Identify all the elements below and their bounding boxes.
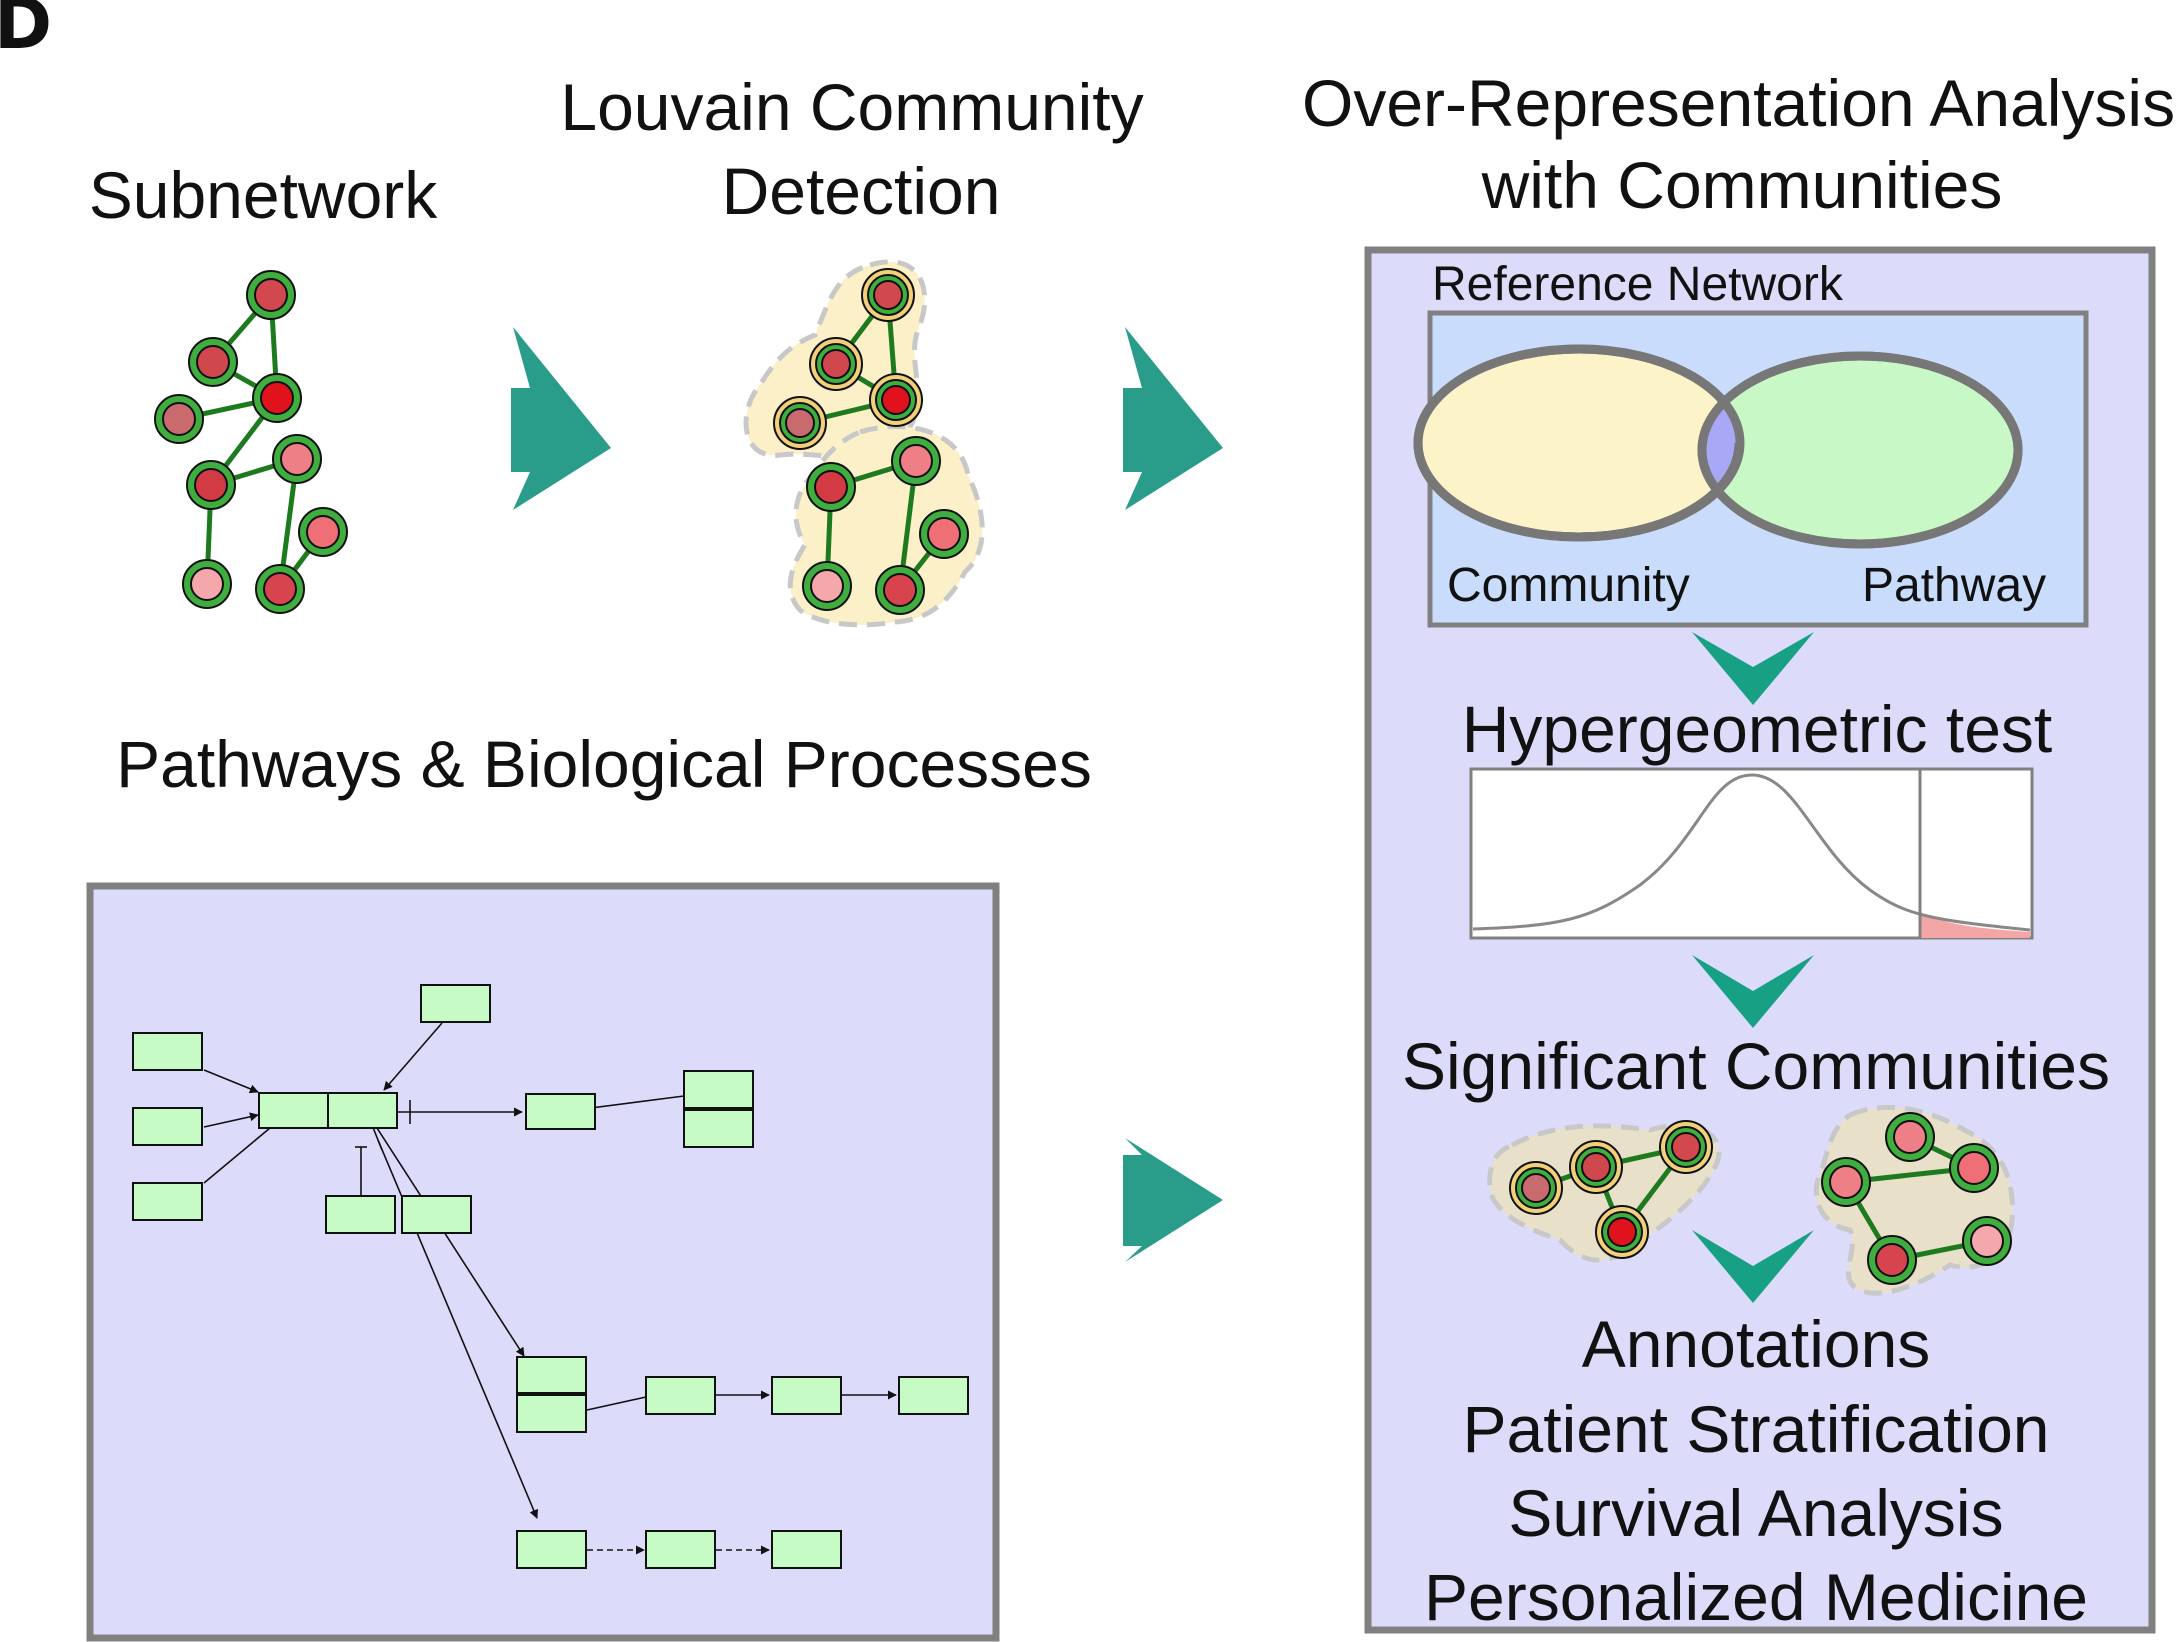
- significant-community: [1813, 1104, 2015, 1296]
- right-arrow-icon: [1123, 327, 1223, 510]
- down-arrow-icon: [1692, 955, 1814, 1028]
- venn-community-label: Community: [1447, 559, 1690, 612]
- subnetwork-node: [188, 337, 238, 387]
- down-arrow-icon: [1692, 632, 1814, 705]
- outcome-personalized-medicine: Personalized Medicine: [1424, 1560, 2088, 1634]
- subnetwork-graph: [154, 270, 348, 614]
- subnetwork-node: [298, 507, 348, 557]
- pathway-node: [132, 1107, 203, 1146]
- subnetwork-node: [186, 460, 236, 510]
- pathway-diagram-panel: [86, 882, 1000, 1642]
- subnetwork-node: [272, 434, 322, 484]
- venn-pathway-label: Pathway: [1862, 559, 2046, 612]
- subnetwork-node: [154, 394, 204, 444]
- right-arrow-icon: [1123, 1138, 1223, 1262]
- louvain-node: [809, 337, 863, 391]
- ora-title-line1: Over-Representation Analysis: [1302, 66, 2175, 140]
- reference-network-label: Reference Network: [1432, 258, 1844, 311]
- louvain-node: [869, 373, 923, 427]
- ora-title-line2: with Communities: [1481, 148, 2003, 222]
- pathway-node: [132, 1182, 203, 1221]
- louvain-community-graph: [743, 259, 985, 628]
- subnetwork-title: Subnetwork: [89, 158, 439, 232]
- louvain-node: [919, 509, 969, 559]
- right-arrow-icon: [511, 327, 611, 510]
- pathway-node: [516, 1530, 587, 1569]
- subnetwork-node: [252, 373, 302, 423]
- pathway-node: [771, 1376, 842, 1415]
- ora-panel: Reference Network Community Pathway Hype…: [1364, 246, 2156, 1634]
- louvain-node: [861, 268, 915, 322]
- pathway-node: [771, 1530, 842, 1569]
- pathway-node: [645, 1376, 716, 1415]
- pathway-node: [420, 984, 491, 1023]
- subnetwork-node: [246, 270, 296, 320]
- outcome-patient-stratification: Patient Stratification: [1463, 1392, 2050, 1466]
- pathway-node: [645, 1530, 716, 1569]
- significant-communities-label: Significant Communities: [1402, 1029, 2110, 1103]
- louvain-node: [806, 462, 856, 512]
- pathway-node: [898, 1376, 969, 1415]
- pathways-title: Pathways & Biological Processes: [116, 727, 1092, 801]
- louvain-node: [875, 565, 925, 615]
- outcome-annotations: Annotations: [1582, 1307, 1931, 1381]
- distribution-tail: [1920, 912, 2030, 938]
- reference-network-box: Community Pathway: [1413, 310, 2089, 628]
- hypergeometric-plot: [1469, 767, 2034, 940]
- louvain-node: [802, 561, 852, 611]
- louvain-title-line2: Detection: [722, 154, 1001, 228]
- pathway-node: [132, 1032, 203, 1071]
- subnetwork-node: [182, 559, 232, 609]
- significant-community: [1487, 1120, 1722, 1263]
- pathway-node: [325, 1195, 396, 1234]
- louvain-node: [773, 396, 827, 450]
- pathway-node: [401, 1195, 472, 1234]
- down-arrow-icon: [1692, 1230, 1814, 1303]
- outcome-survival-analysis: Survival Analysis: [1508, 1476, 2003, 1550]
- hypergeometric-test-label: Hypergeometric test: [1462, 692, 2053, 766]
- panel-label: D: [0, 0, 52, 65]
- distribution-curve: [1472, 773, 2031, 932]
- subnetwork-node: [255, 564, 305, 614]
- louvain-node: [891, 436, 941, 486]
- louvain-title-line1: Louvain Community: [560, 70, 1143, 144]
- pathway-node: [525, 1093, 596, 1130]
